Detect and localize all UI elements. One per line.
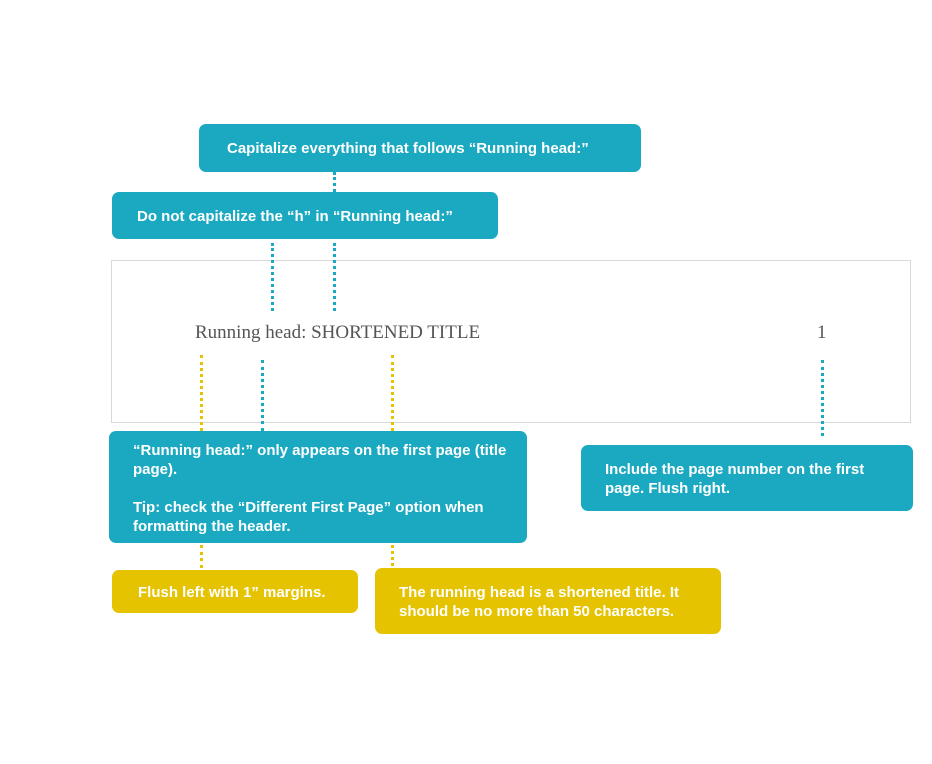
connector-no-capital-h	[271, 243, 274, 311]
callout-page-number: Include the page number on the first pag…	[581, 445, 913, 511]
connector-shortened-title-bottom	[391, 545, 394, 566]
running-head-text: Running head: SHORTENED TITLE	[195, 322, 481, 343]
connector-first-page-only	[261, 360, 264, 431]
callout-flush-left-text: Flush left with 1” margins.	[138, 584, 326, 601]
callout-page-number-text: Include the page number on the first pag…	[605, 461, 865, 497]
connector-capitalize-bottom	[333, 243, 336, 311]
callout-no-capital-h-text: Do not capitalize the “h” in “Running he…	[137, 208, 453, 225]
connector-flush-left-bottom	[200, 545, 203, 568]
callout-first-page-only: “Running head:” only appears on the firs…	[109, 431, 527, 543]
callout-shortened-title: The running head is a shortened title. I…	[375, 568, 721, 634]
connector-flush-left-top	[200, 355, 203, 431]
callout-capitalize-after-text: Capitalize everything that follows “Runn…	[227, 140, 589, 157]
connector-capitalize-top	[333, 172, 336, 192]
connector-page-number	[821, 360, 824, 436]
callout-first-page-only-text: “Running head:” only appears on the firs…	[133, 442, 507, 478]
callout-flush-left: Flush left with 1” margins.	[112, 570, 358, 613]
callout-shortened-title-text: The running head is a shortened title. I…	[399, 584, 680, 620]
document-header-preview	[111, 260, 911, 423]
callout-no-capital-h: Do not capitalize the “h” in “Running he…	[112, 192, 498, 239]
callout-first-page-tip-text: Tip: check the “Different First Page” op…	[133, 499, 484, 535]
callout-capitalize-after: Capitalize everything that follows “Runn…	[199, 124, 641, 172]
connector-shortened-title-top	[391, 355, 394, 431]
page-number: 1	[817, 322, 827, 343]
